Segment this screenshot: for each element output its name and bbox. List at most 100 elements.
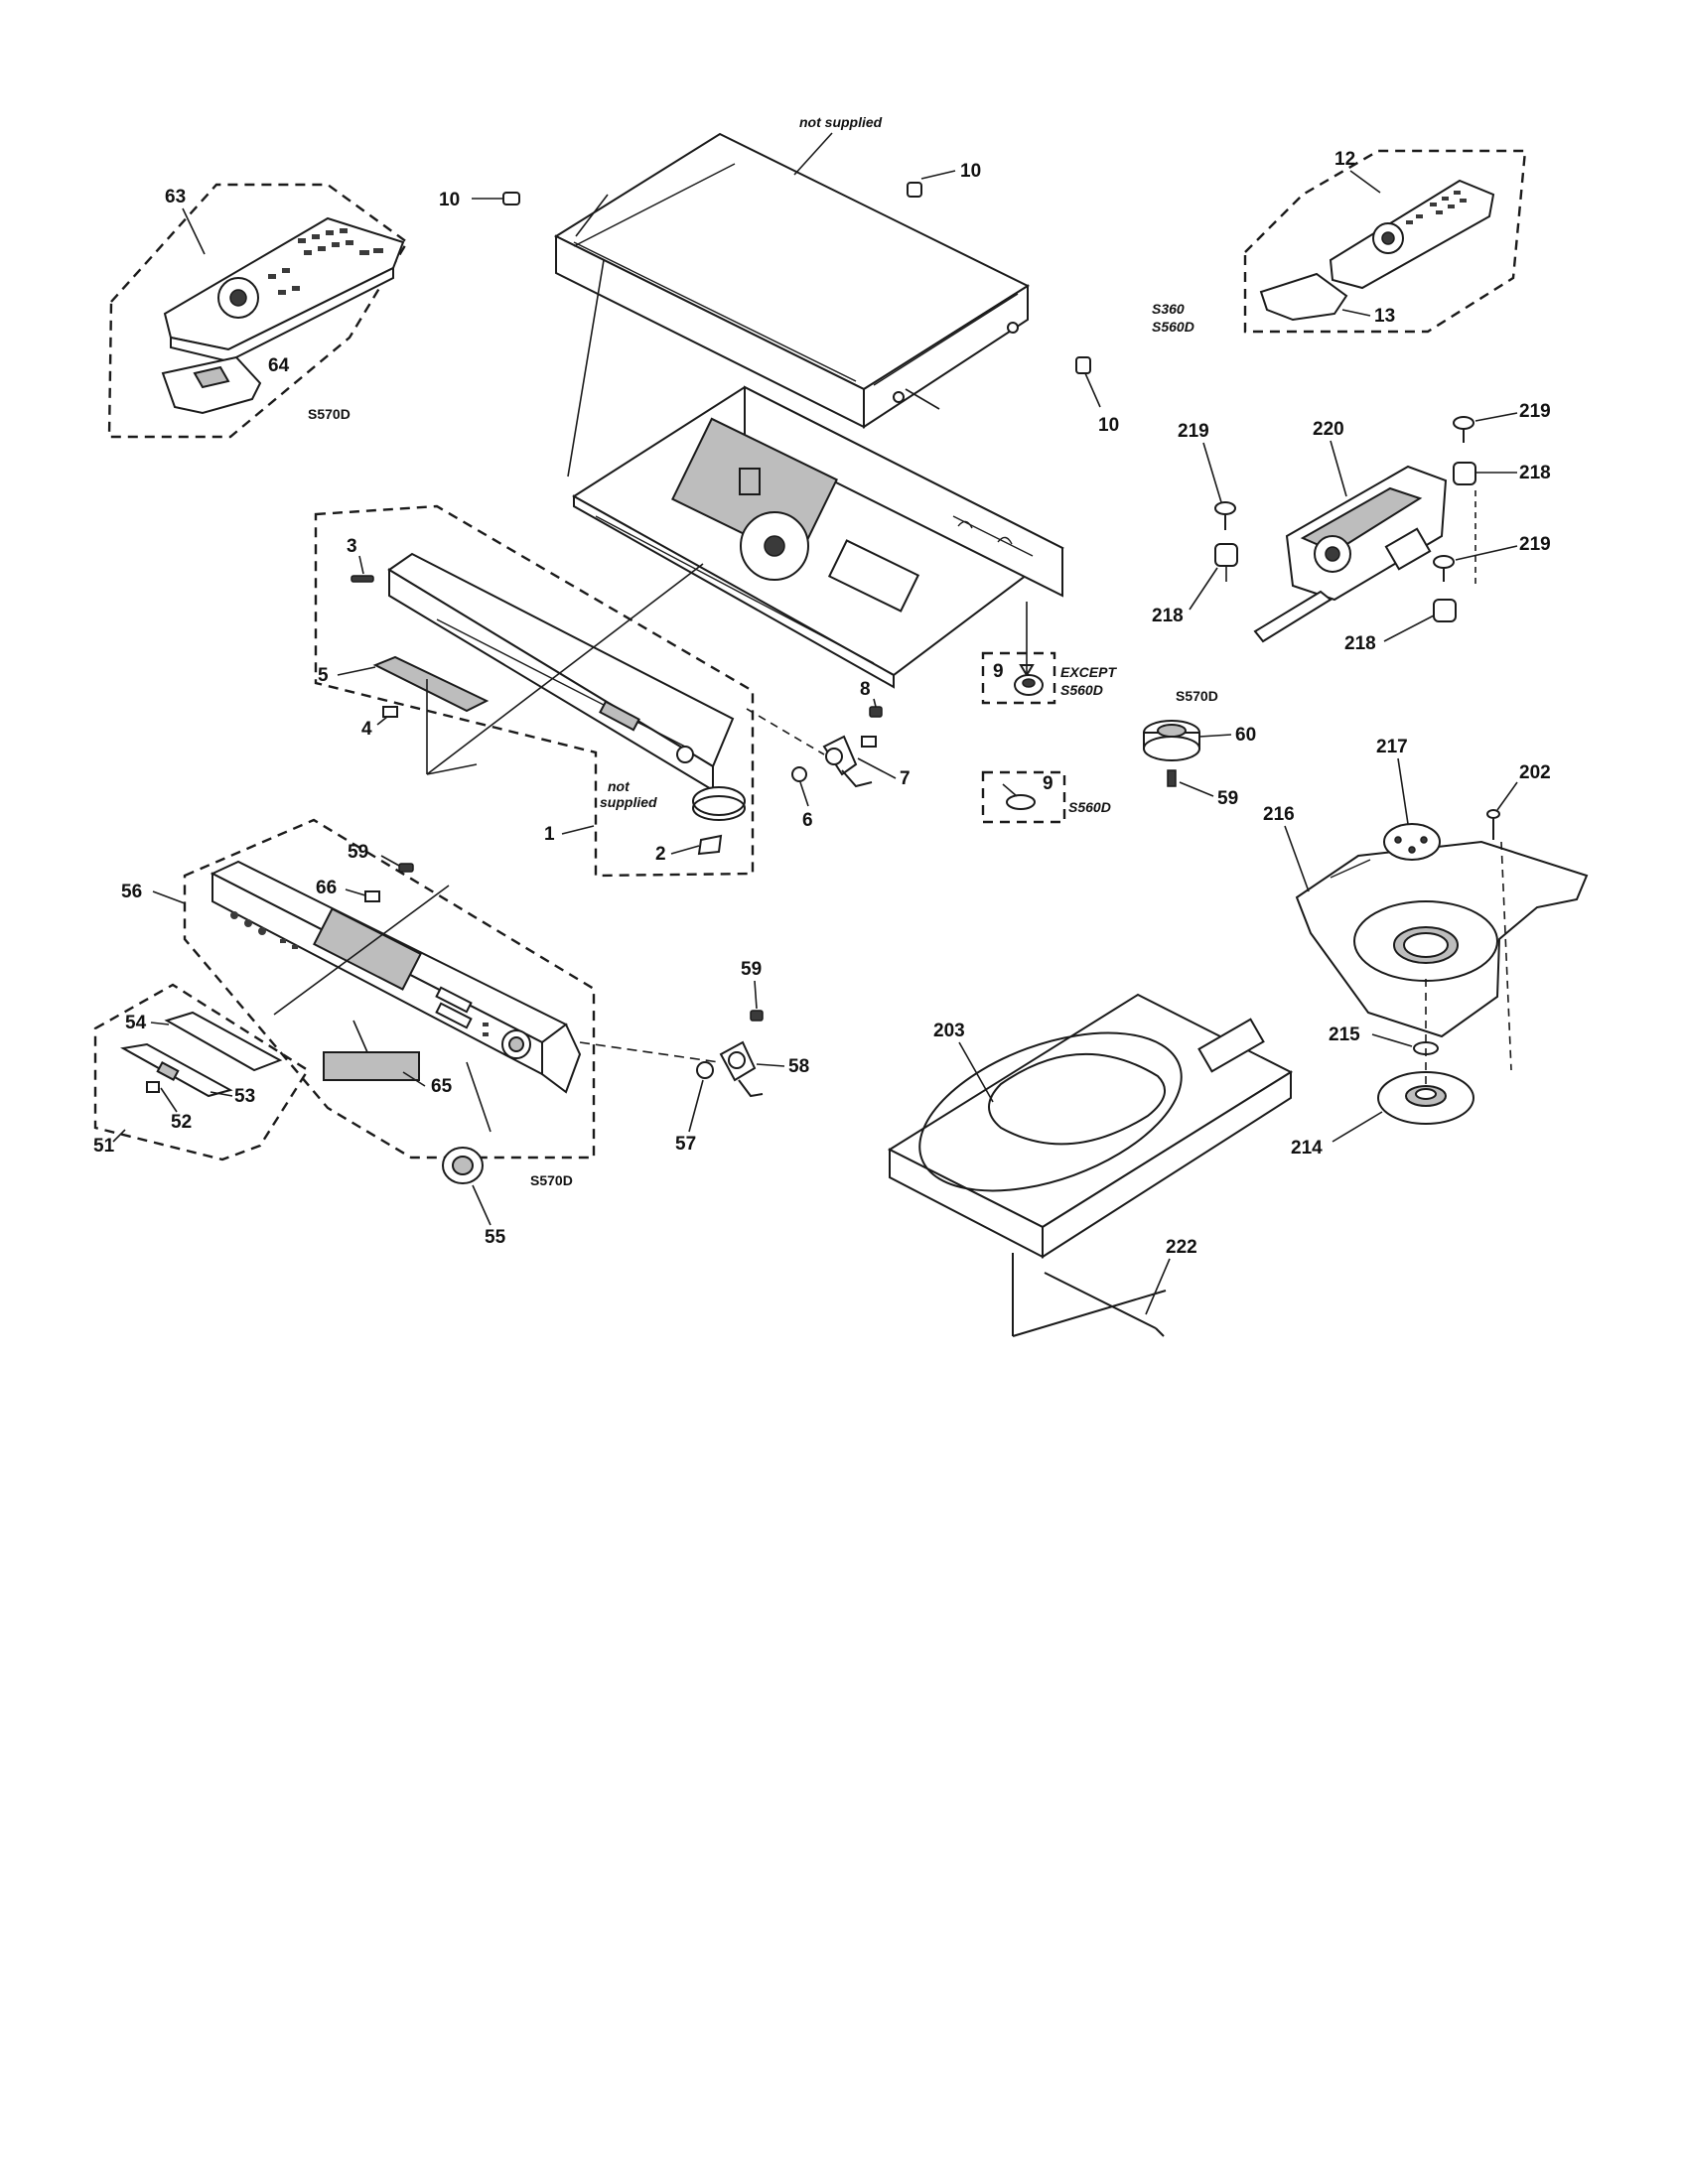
part-4 [382,706,398,718]
not-supplied-note-l2: supplied [600,794,657,810]
damper-218-a [1214,543,1238,582]
bracket-53 [120,1042,233,1098]
label-1: 1 [544,824,555,845]
screw-3 [351,575,374,583]
remote-12 [1329,179,1495,290]
loading-lever-7 [822,735,877,788]
s560d-remote-note: S560D [1152,319,1194,335]
label-59-spindle: 59 [1217,788,1238,809]
label-9-a: 9 [993,661,1004,682]
screw-219-a [1214,501,1236,530]
screw-59-front [398,863,414,873]
label-216: 216 [1263,804,1295,825]
s560d-note: S560D [1068,799,1111,815]
label-203: 203 [933,1021,965,1041]
chassis [572,385,1064,689]
pulley-214 [1377,1071,1474,1125]
part-57 [696,1061,714,1079]
screw-202 [1486,809,1500,840]
label-2: 2 [655,844,666,865]
belt-1 [692,786,746,821]
group-remote-63 [107,183,409,439]
button-bracket-54 [164,1011,283,1072]
label-10-top: 10 [960,161,981,182]
label-65: 65 [431,1076,453,1097]
group-9-s560d [981,770,1066,824]
window-65 [323,1020,420,1081]
label-56: 56 [121,882,142,902]
label-12: 12 [1334,149,1355,170]
label-63: 63 [165,187,186,207]
mechanism-base-216 [1295,840,1589,1038]
except-note-l1: EXCEPT [1060,664,1117,680]
part-52 [146,1081,160,1093]
label-8: 8 [860,679,871,700]
top-cover [553,132,1031,478]
label-218-b: 218 [1519,463,1551,483]
label-55: 55 [485,1227,506,1248]
label-219-b: 219 [1519,401,1551,422]
battery-cover-64 [161,355,262,415]
label-60: 60 [1235,725,1256,746]
part-66 [364,890,380,902]
knob-55 [442,1147,484,1184]
s570d-remote-note: S570D [308,406,351,422]
optical-pickup-220 [1253,465,1448,643]
label-220: 220 [1313,419,1344,440]
screw-59-lever [750,1010,764,1022]
disc-tray-203 [887,993,1294,1259]
label-219-c: 219 [1519,534,1551,555]
except-note-l2: S560D [1060,682,1103,698]
foot-9-a [1014,674,1044,696]
front-window-5 [372,655,490,713]
label-222: 222 [1166,1237,1197,1258]
damper-218-c [1433,599,1457,622]
label-59-front: 59 [348,842,368,863]
spindle-60 [1143,720,1200,761]
screw-8 [869,706,883,718]
label-57: 57 [675,1134,696,1155]
screw-219-b [1453,416,1474,443]
label-52: 52 [171,1112,192,1133]
screw-219-c [1433,555,1455,582]
label-6: 6 [802,810,813,831]
label-13: 13 [1374,306,1395,327]
label-217: 217 [1376,737,1408,757]
label-58: 58 [788,1056,809,1077]
label-219-a: 219 [1178,421,1209,442]
damper-218-b [1453,462,1476,485]
label-10-left: 10 [439,190,460,210]
foot-9-b [1002,783,1036,810]
label-202: 202 [1519,762,1551,783]
part-6 [791,766,807,782]
screw-10-top [907,170,956,198]
label-4: 4 [361,719,372,740]
group-9-except [981,651,1056,705]
front-panel-56 [210,860,582,1094]
label-3: 3 [347,536,357,557]
s570d-spindle-note: S570D [1176,688,1218,704]
screw-10-right [1075,356,1101,408]
label-53: 53 [234,1086,255,1107]
group-front-56 [183,818,596,1160]
not-supplied-note-l1: not [608,778,631,794]
label-59-lever: 59 [741,959,762,980]
group-front-1 [314,504,755,878]
s360-note: S360 [1152,301,1185,317]
s570d-front-note: S570D [530,1172,573,1188]
bottom-plate-222 [1012,1253,1167,1337]
label-218-a: 218 [1152,606,1184,626]
label-215: 215 [1329,1024,1360,1045]
turntable-217 [1383,823,1441,861]
screw-59-spindle [1167,769,1177,787]
label-218-c: 218 [1344,633,1376,654]
label-54: 54 [125,1013,147,1033]
label-9-b: 9 [1043,773,1053,794]
label-5: 5 [318,665,329,686]
battery-cover-13 [1259,272,1348,322]
group-front-51 [93,983,310,1161]
group-remote-12 [1243,149,1527,334]
screw-10-left [472,192,520,205]
remote-63 [163,216,405,363]
